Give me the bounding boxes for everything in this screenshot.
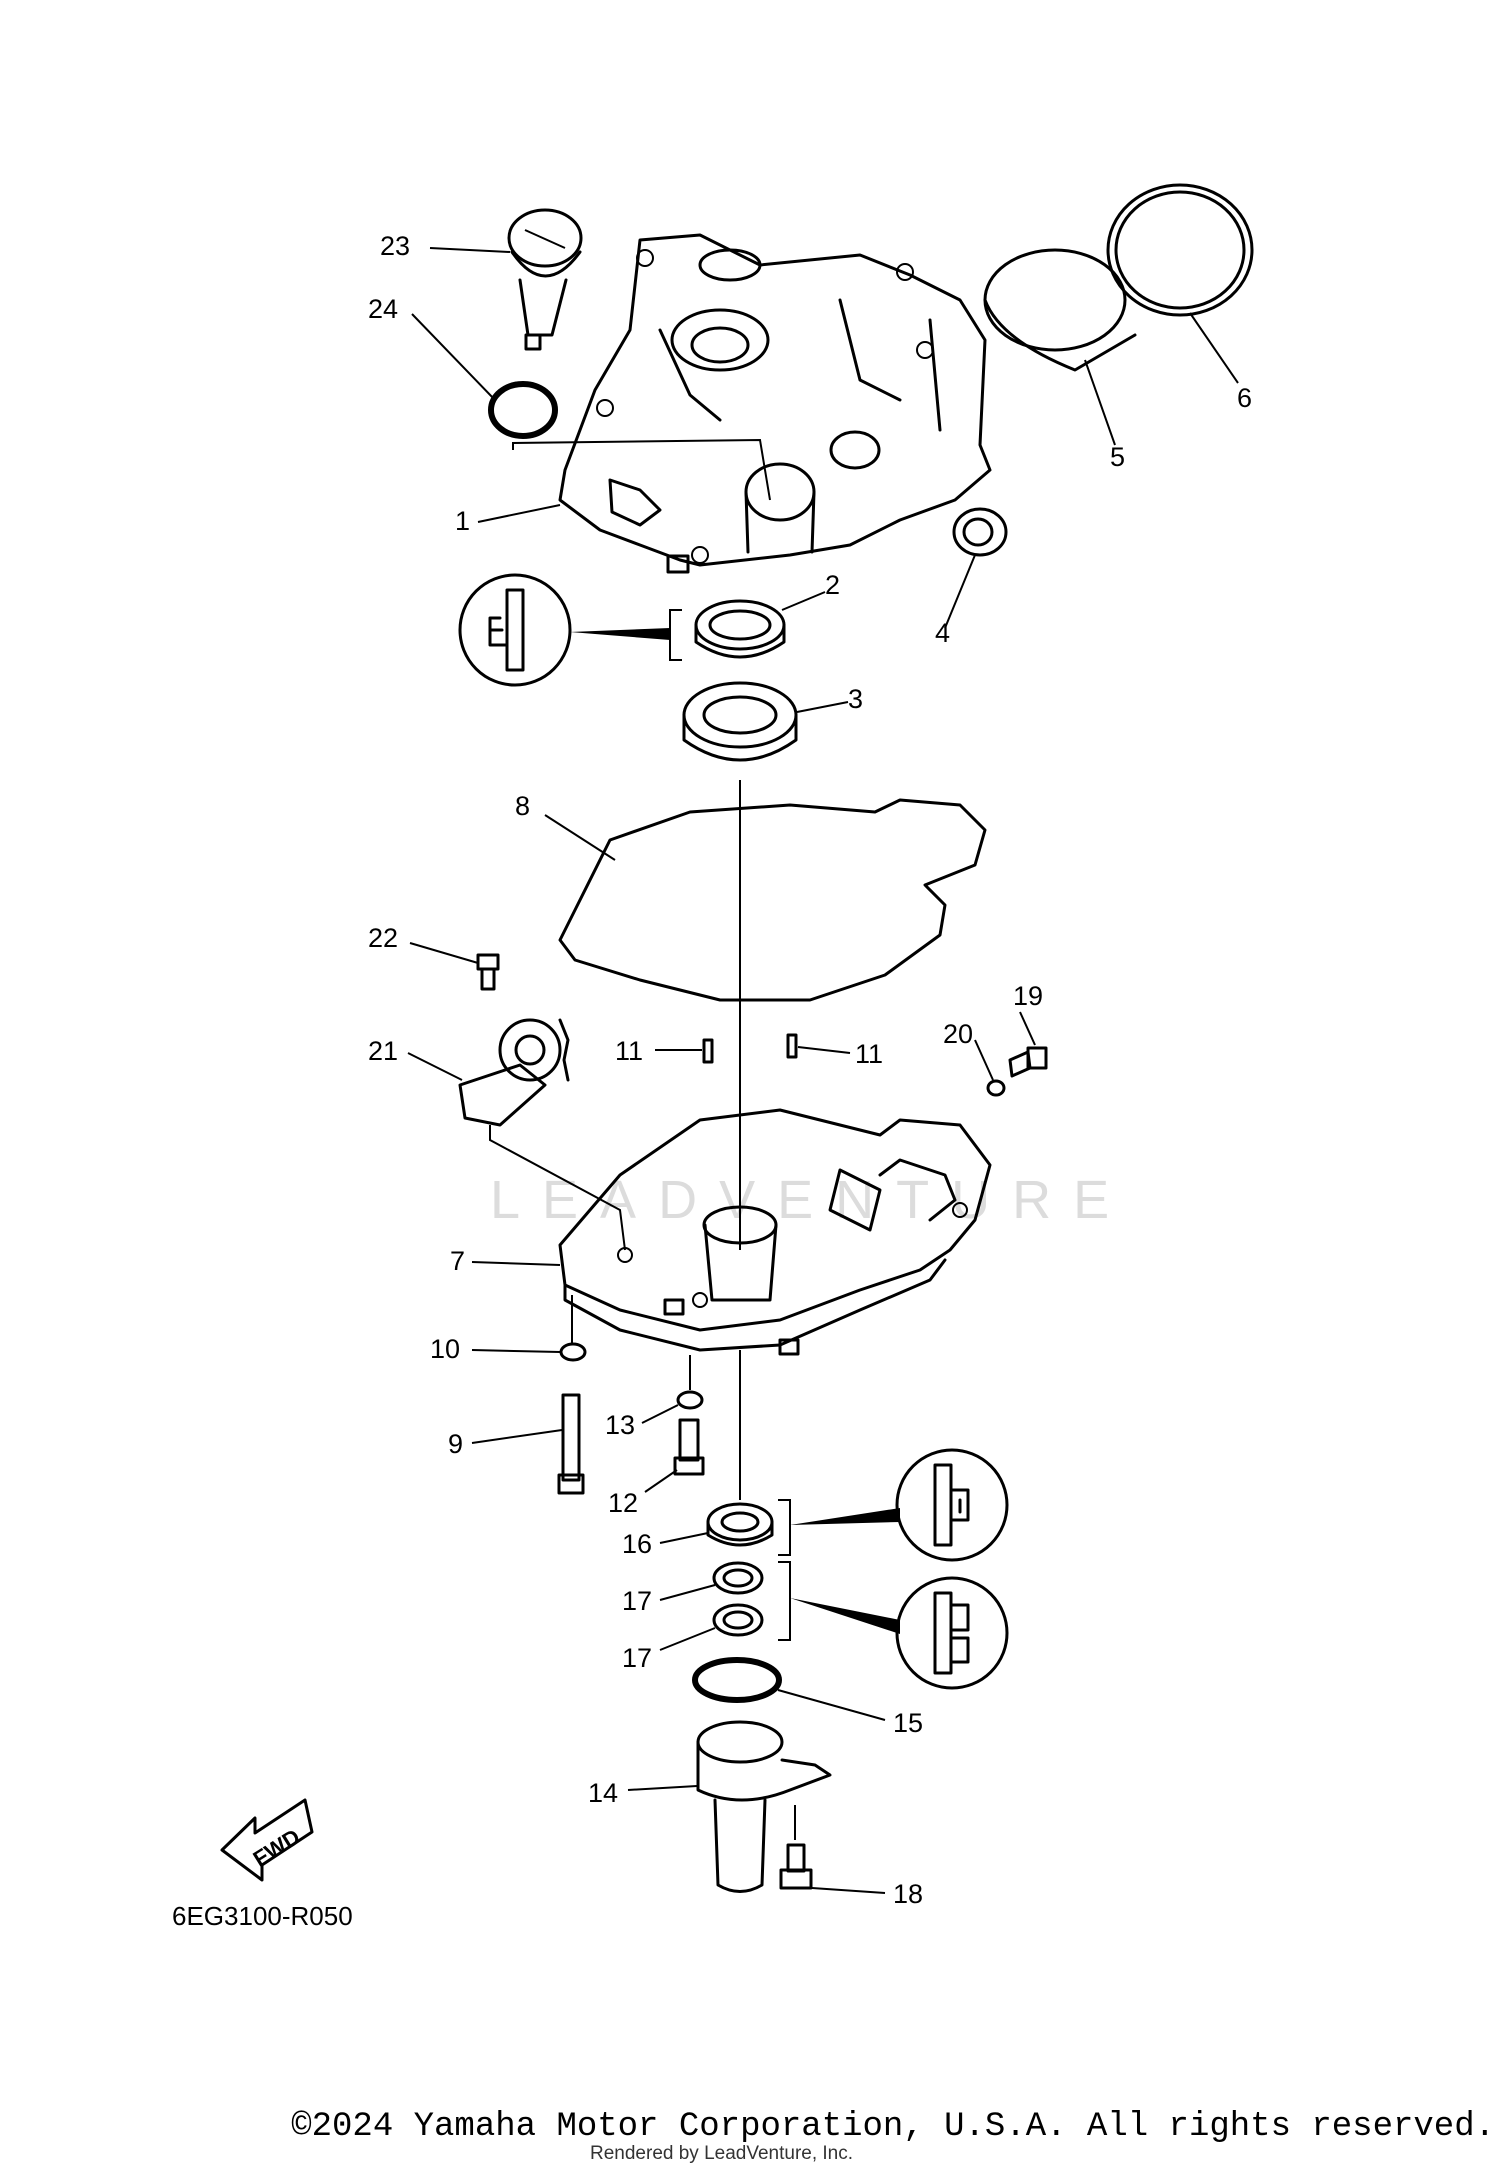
detail-inset-seals-17 (895, 1576, 1009, 1690)
callout-7: 7 (450, 1246, 465, 1276)
leader-10 (471, 1349, 561, 1353)
fwd-arrow-icon: FWD (220, 1798, 314, 1882)
cap-assembly-line (512, 438, 771, 501)
bracket-assembly-line (489, 1125, 626, 1251)
callout-3: 3 (848, 684, 863, 714)
callout-9: 9 (448, 1429, 463, 1459)
part-bolt-18 (779, 1843, 813, 1890)
part-bolt-22 (476, 953, 500, 991)
callout-11-right: 11 (855, 1039, 883, 1069)
part-oil-filler-cap (507, 208, 583, 351)
leader-3 (796, 701, 849, 713)
diagram-code: 6EG3100-R050 (172, 1901, 353, 1931)
callout-12: 12 (608, 1488, 638, 1518)
callout-22: 22 (368, 923, 398, 953)
callout-19: 19 (1013, 981, 1043, 1011)
callout-24: 24 (368, 294, 398, 324)
callout-5: 5 (1110, 442, 1125, 472)
leader-12 (644, 1469, 678, 1493)
part-guide-5 (983, 248, 1137, 372)
leader-16 (659, 1532, 709, 1544)
leader-7 (471, 1261, 561, 1266)
part-oil-seal-16 (706, 1502, 774, 1547)
leader-4 (944, 554, 976, 629)
part-oil-seal-2 (694, 599, 786, 659)
leader-24 (411, 313, 496, 401)
part-crankcase-upper (558, 233, 992, 574)
callout-16: 16 (622, 1529, 652, 1559)
part-seals-17 (712, 1561, 764, 1637)
part-crankcase-lower (558, 1108, 992, 1356)
pointer-2 (570, 628, 670, 640)
part-housing-14 (696, 1720, 832, 1893)
callout-4: 4 (935, 618, 950, 648)
callout-6: 6 (1237, 383, 1252, 413)
callout-2: 2 (825, 570, 840, 600)
part-band-6 (1106, 183, 1254, 317)
callout-10: 10 (430, 1334, 460, 1364)
leader-5 (1084, 359, 1116, 446)
part-o-ring-24 (488, 381, 558, 439)
pointer-16 (790, 1508, 900, 1525)
callout-14: 14 (588, 1778, 618, 1808)
detail-inset-seal-16 (895, 1448, 1009, 1562)
callout-18: 18 (893, 1879, 923, 1909)
callout-15: 15 (893, 1708, 923, 1738)
part-bearing-3 (682, 681, 798, 762)
leader-14 (627, 1785, 698, 1791)
watermark-text: LEADVENTURE (490, 1170, 1131, 1230)
leader-21 (407, 1052, 463, 1081)
bracket-16 (778, 1499, 791, 1556)
copyright-notice: ©2024 Yamaha Motor Corporation, U.S.A. A… (291, 2108, 1495, 2146)
callout-1: 1 (455, 506, 470, 536)
leader-23 (429, 247, 511, 253)
detail-inset-seal-2 (458, 573, 572, 687)
leader-17a (659, 1584, 716, 1601)
leader-18 (811, 1887, 886, 1894)
part-bolt-9 (557, 1393, 585, 1495)
part-bolt-12 (673, 1418, 705, 1476)
leader-20 (974, 1039, 994, 1081)
callout-11-left: 11 (615, 1036, 643, 1066)
leader-6 (1189, 312, 1239, 384)
leader-11b (797, 1046, 851, 1054)
part-washer-10 (559, 1342, 587, 1362)
callout-23: 23 (380, 231, 410, 261)
leader-15 (777, 1689, 886, 1721)
callout-13: 13 (605, 1410, 635, 1440)
rendered-by-credit: Rendered by LeadVenture, Inc. (590, 2143, 854, 2164)
bracket-17 (778, 1561, 791, 1641)
part-washer-20 (986, 1079, 1006, 1097)
callout-17-lower: 17 (622, 1643, 652, 1673)
part-oil-seal-4 (952, 507, 1008, 557)
pointer-17 (790, 1598, 900, 1634)
callout-20: 20 (943, 1019, 973, 1049)
leader-13 (641, 1404, 679, 1424)
leader-22 (409, 942, 479, 964)
part-washer-13 (676, 1390, 704, 1410)
part-gear-bracket-21 (458, 1018, 570, 1127)
leader-8 (544, 814, 616, 861)
callout-17-upper: 17 (622, 1586, 652, 1616)
part-dowel-pins-11 (702, 1033, 798, 1064)
callout-21: 21 (368, 1036, 398, 1066)
part-gasket-8 (558, 798, 987, 1002)
callout-8: 8 (515, 791, 530, 821)
leader-19 (1019, 1011, 1036, 1046)
part-o-ring-15 (692, 1657, 782, 1703)
bracket-2 (669, 609, 682, 661)
leader-1 (477, 504, 561, 523)
leader-2 (781, 591, 826, 611)
leader-17b (659, 1627, 716, 1651)
part-plug-19 (1008, 1046, 1048, 1078)
leader-9 (471, 1429, 563, 1444)
